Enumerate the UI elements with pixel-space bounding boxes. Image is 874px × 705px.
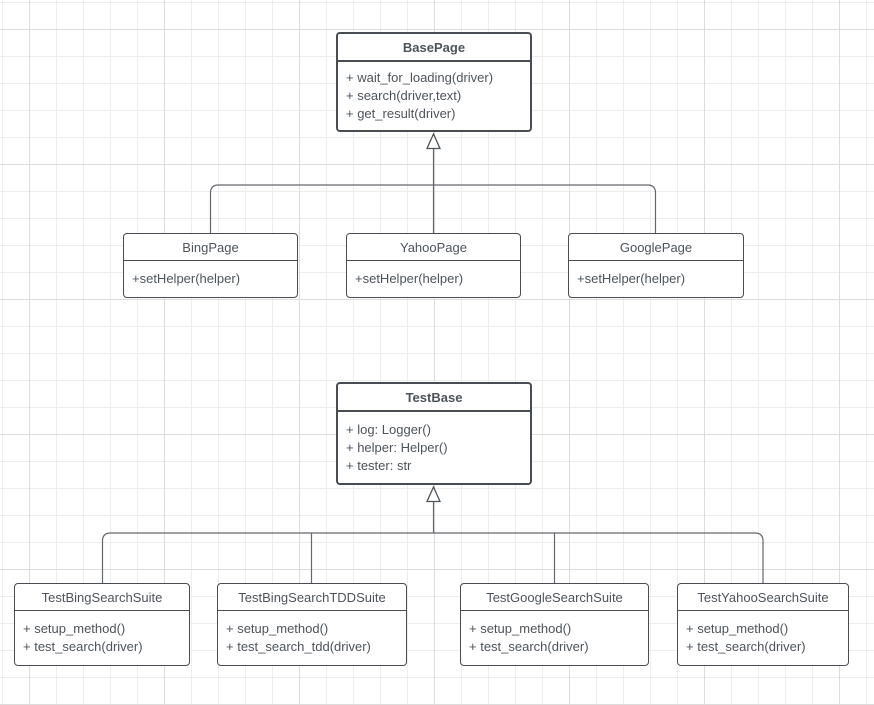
class-member: + test_search(driver) — [23, 639, 143, 654]
class-testyahoosearchsuite[interactable]: TestYahooSearchSuite + setup_method() + … — [677, 583, 849, 666]
class-member: + setup_method() — [469, 621, 572, 636]
connector-basepage-branches[interactable] — [209, 184, 657, 233]
class-members: + setup_method() + test_search(driver) — [461, 611, 648, 665]
class-bingpage[interactable]: BingPage +setHelper(helper) — [123, 233, 298, 298]
class-testbase[interactable]: TestBase + log: Logger() + helper: Helpe… — [336, 382, 532, 485]
inheritance-arrowhead-basepage — [425, 132, 442, 150]
class-members: + setup_method() + test_search(driver) — [678, 611, 848, 665]
class-basepage[interactable]: BasePage + wait_for_loading(driver) + se… — [336, 32, 532, 132]
class-testbingsearchtddsuite[interactable]: TestBingSearchTDDSuite + setup_method() … — [217, 583, 407, 666]
class-member: +setHelper(helper) — [577, 271, 686, 286]
class-members: + setup_method() + test_search_tdd(drive… — [218, 611, 406, 665]
class-member: + setup_method() — [686, 621, 789, 636]
class-member: + helper: Helper() — [346, 439, 448, 455]
class-yahoopage[interactable]: YahooPage +setHelper(helper) — [346, 233, 521, 298]
class-member: + setup_method() — [226, 621, 329, 636]
class-member: + get_result(driver) — [346, 106, 456, 121]
class-title: TestBingSearchTDDSuite — [218, 584, 406, 611]
class-title: GooglePage — [569, 234, 743, 261]
class-title: TestYahooSearchSuite — [678, 584, 848, 611]
class-googlepage[interactable]: GooglePage +setHelper(helper) — [568, 233, 744, 298]
class-member: + test_search_tdd(driver) — [226, 639, 371, 654]
class-member: +setHelper(helper) — [355, 271, 464, 286]
class-members: + wait_for_loading(driver) + search(driv… — [338, 62, 530, 130]
connector-testbase-branches[interactable] — [101, 532, 764, 583]
class-member: + tester: str — [346, 457, 412, 473]
class-members: +setHelper(helper) — [124, 261, 297, 297]
class-members: + log: Logger() + helper: Helper() + tes… — [338, 412, 530, 483]
class-member: + test_search(driver) — [686, 639, 806, 654]
class-title: TestBase — [338, 384, 530, 412]
class-member: +setHelper(helper) — [132, 271, 241, 286]
class-testgooglesearchsuite[interactable]: TestGoogleSearchSuite + setup_method() +… — [460, 583, 649, 666]
class-member: + setup_method() — [23, 621, 126, 636]
class-title: TestBingSearchSuite — [15, 584, 189, 611]
class-members: +setHelper(helper) — [347, 261, 520, 297]
class-title: BasePage — [338, 34, 530, 62]
class-member: + log: Logger() — [346, 421, 431, 437]
class-members: + setup_method() + test_search(driver) — [15, 611, 189, 665]
class-testbingsearchsuite[interactable]: TestBingSearchSuite + setup_method() + t… — [14, 583, 190, 666]
class-member: + search(driver,text) — [346, 88, 462, 103]
class-title: BingPage — [124, 234, 297, 261]
class-title: YahooPage — [347, 234, 520, 261]
class-member: + wait_for_loading(driver) — [346, 70, 494, 85]
inheritance-arrowhead-testbase — [425, 485, 442, 503]
class-member: + test_search(driver) — [469, 639, 589, 654]
class-title: TestGoogleSearchSuite — [461, 584, 648, 611]
class-members: +setHelper(helper) — [569, 261, 743, 297]
